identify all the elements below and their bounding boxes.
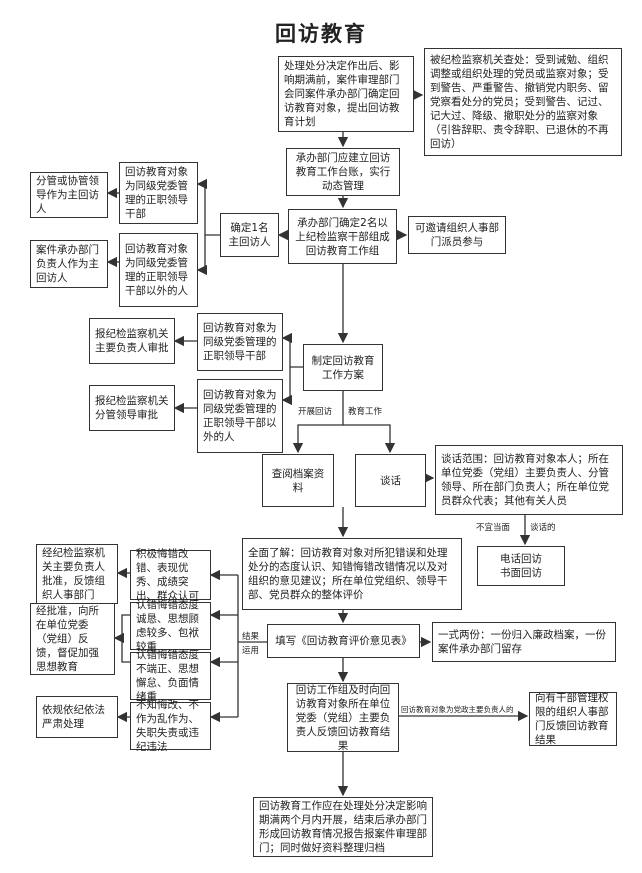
node-phone-visit: 电话回访 书面回访 xyxy=(477,546,565,586)
node-obj-other: 回访教育对象为同级党委管理的正职领导干部以外的人 xyxy=(119,233,198,307)
arrow-plan-review xyxy=(292,391,344,454)
node-eval-good: 积极悔错改错、表现优秀、成绩突出、群众认可 xyxy=(130,548,211,602)
node-eval-fair: 认错悔错态度诚恳、思想顾虑较多、包袱较重 xyxy=(130,599,211,653)
node-case-head-visitor: 案件承办部门负责人作为主回访人 xyxy=(30,240,108,288)
node-fill-form: 填写《回访教育评价意见表》 xyxy=(267,624,420,658)
node-approve-main: 报纪检监察机关主要负责人审批 xyxy=(89,318,175,364)
node-understand: 全面了解：回访教育对象对所犯错误和处理处分的态度认识、知错悔错改错情况以及对组织… xyxy=(242,538,462,610)
label-inappropriate: 不宜当面 xyxy=(476,523,511,533)
node-plan: 制定回访教育工作方案 xyxy=(303,344,383,391)
arrow-plan-objother xyxy=(281,367,293,406)
node-review-files: 查阅档案资料 xyxy=(262,454,334,507)
node-res-good: 经纪检监察机关主要负责人批准，反馈组织人事部门 xyxy=(36,544,118,604)
node-final: 回访教育工作应在处理处分决定影响期满两个月内开展，结束后承办部门形成回访教育情况… xyxy=(253,797,433,857)
node-feedback: 回访工作组及时向回访教育对象所在单位党委（党组）主要负责人反馈回访教育结果 xyxy=(287,683,399,752)
node-targets: 被纪检监察机关查处：受到诫勉、组织调整或组织处理的党员或监察对象；受到警告、严重… xyxy=(424,48,622,156)
node-lead-visitor: 分管或协管领导作为主回访人 xyxy=(30,172,108,218)
node-talk-scope: 谈话范围：回访教育对象本人；所在单位党委（党组）主要负责人、分管领导、所在部门负… xyxy=(435,445,623,515)
label-edu-work: 教育工作 xyxy=(348,407,383,417)
node-start: 处理处分决定作出后、影响期满前，案件审理部门会同案件承办部门确定回访教育对象，提… xyxy=(278,56,414,132)
label-apply: 运用 xyxy=(242,646,260,656)
label-start-visit: 开展回访 xyxy=(298,407,333,417)
label-result: 结果 xyxy=(242,632,260,642)
node-ledger: 承办部门应建立回访教育工作台账，实行动态管理 xyxy=(286,148,400,196)
label-party-head: 回访教育对象为党政主要负责人的 xyxy=(401,705,514,714)
node-obj-same-level: 回访教育对象为同级党委管理的正职领导干部 xyxy=(119,162,198,224)
node-approve-branch: 报纪检监察机关分管领导审批 xyxy=(89,385,175,431)
node-plan-obj-other: 回访教育对象为同级党委管理的正职领导干部以外的人 xyxy=(197,379,283,453)
node-feedback-org: 向有干部管理权限的组织人事部门反馈回访教育结果 xyxy=(529,692,617,746)
node-two-copies: 一式两份：一份归入廉政档案，一份案件承办部门留存 xyxy=(432,622,616,662)
node-res-poor: 经批准，向所在单位党委（党组）反馈，督促加强思想教育 xyxy=(30,603,115,675)
node-talk: 谈话 xyxy=(355,454,426,507)
node-invite: 可邀请组织人事部门派员参与 xyxy=(408,216,506,254)
node-plan-obj-same: 回访教育对象为同级党委管理的正职领导干部 xyxy=(197,313,283,371)
node-res-bad: 依规依纪依法严肃处理 xyxy=(36,696,118,738)
bracket-fair-poor xyxy=(121,614,130,663)
diagram-title: 回访教育 xyxy=(275,22,367,46)
node-eval-bad: 不知悔改、不作为乱作为、失职失责或违纪违法 xyxy=(130,699,211,753)
arrow-plan-talk xyxy=(343,424,396,454)
arrow-plan-objsame xyxy=(281,332,303,368)
node-eval-poor: 认错悔错态度不端正、思想懈怠、负面情绪重 xyxy=(130,649,211,703)
label-talk-of: 谈话的 xyxy=(530,523,556,533)
arrow-main-objother xyxy=(196,235,208,276)
arrow-main-objsame xyxy=(196,178,220,236)
node-main-visitor: 确定1名主回访人 xyxy=(220,213,279,257)
node-group: 承办部门确定2名以上纪检监察干部组成回访教育工作组 xyxy=(288,209,397,264)
